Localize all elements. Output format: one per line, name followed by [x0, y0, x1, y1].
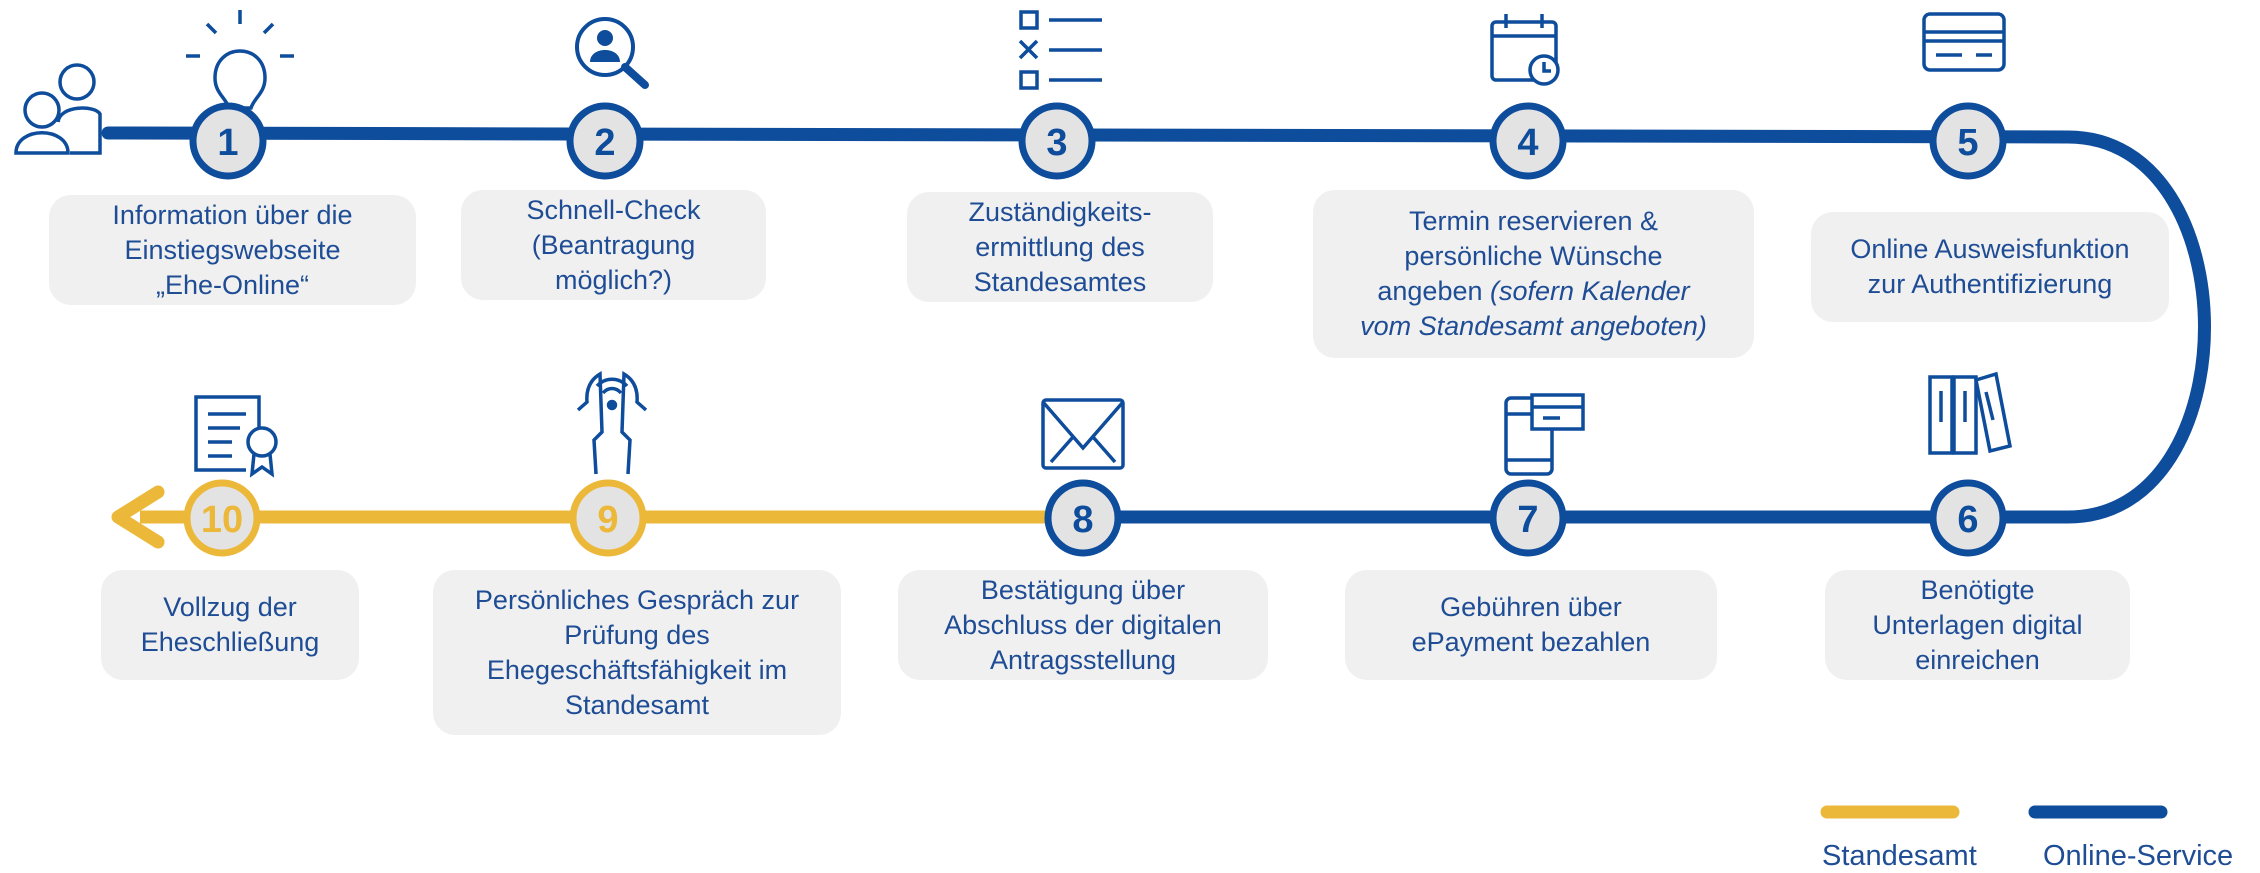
step-description-7: Gebühren über ePayment bezahlen	[1345, 570, 1717, 680]
step-description-line: ePayment bezahlen	[1411, 627, 1651, 657]
step-number-6: 6	[1957, 499, 1978, 541]
step-number-9: 9	[597, 499, 618, 541]
id-card-icon	[1922, 12, 2006, 72]
step-note: vom Standesamt angeboten)	[1360, 311, 1707, 341]
step-circle-3	[1018, 102, 1096, 180]
step-description-line: Antragsstellung	[989, 644, 1177, 675]
step-number-4: 4	[1517, 122, 1538, 164]
step-description-line: Eheschließung	[140, 627, 320, 657]
step-description-line: Gebühren über	[1440, 592, 1622, 622]
calendar-clock-icon	[1490, 14, 1560, 86]
step-number-2: 2	[594, 122, 615, 164]
step-description-4: Termin reservieren & persönliche Wünsche a…	[1313, 190, 1754, 358]
step-description-line: persönliche Wünsche	[1404, 241, 1663, 271]
step-circle-9	[569, 479, 647, 557]
step-description-line: „Ehe-Online“	[155, 269, 310, 300]
step-description-line: (Beantragung	[531, 229, 696, 260]
step-circle-10	[183, 479, 261, 557]
step-marker-3: 3	[1018, 102, 1096, 180]
step-number-5: 5	[1957, 122, 1978, 164]
step-circle-5	[1929, 102, 2007, 180]
step-description-line: Information über die	[112, 199, 353, 230]
online-track	[101, 126, 2211, 524]
step-marker-6: 6	[1929, 479, 2007, 557]
step-description-line: Standesamtes	[973, 266, 1147, 297]
step-description-line: Unterlagen digital	[1872, 609, 2083, 640]
step-description-5: Online Ausweisfunktion zur Authentifizier…	[1811, 212, 2169, 322]
step-circle-1	[189, 102, 267, 180]
step-marker-4: 4	[1489, 102, 1567, 180]
step-circle-8	[1044, 479, 1122, 557]
step-marker-8: 8	[1044, 479, 1122, 557]
lightbulb-icon	[186, 10, 294, 118]
users-icon	[14, 63, 102, 155]
step-description-line: Bestätigung über	[980, 574, 1186, 605]
step-description-line: Ehegeschäftsfähigkeit im	[486, 654, 788, 685]
step-description-line: ermittlung des	[975, 231, 1145, 262]
step-description-line: Prüfung des	[564, 619, 710, 650]
step-number-7: 7	[1517, 499, 1538, 541]
step-description-line: Vollzug der	[163, 592, 297, 622]
legend-office-swatch	[1820, 805, 1960, 819]
binders-icon	[1928, 371, 2013, 455]
search-person-icon	[575, 17, 649, 89]
step-description-line: möglich?)	[554, 264, 673, 295]
step-circle-6	[1929, 479, 2007, 557]
step-description-line: zur Authentifizierung	[1867, 269, 2113, 299]
step-description-line: Einstiegswebseite	[124, 234, 341, 265]
step-marker-7: 7	[1489, 479, 1567, 557]
step-description-line: Persönliches Gespräch zur	[474, 584, 800, 615]
step-marker-2: 2	[566, 102, 644, 180]
step-marker-1: 1	[189, 102, 267, 180]
step-description-2: Schnell-Check (Beantragung möglich?)	[461, 190, 766, 300]
mobile-payment-icon	[1504, 393, 1585, 476]
step-number-8: 8	[1072, 499, 1093, 541]
step-note: (sofern Kalender	[1482, 276, 1690, 306]
step-number-3: 3	[1046, 122, 1067, 164]
step-description-line: Abschluss der digitalen	[944, 609, 1222, 640]
conversation-icon	[576, 370, 648, 475]
legend-online-label: Online-Service	[2043, 840, 2234, 872]
envelope-icon	[1041, 398, 1125, 470]
step-description-line: Benötigte	[1920, 574, 2035, 605]
step-marker-10: 10	[183, 479, 261, 557]
step-description-line: Termin reservieren &	[1408, 206, 1659, 236]
arrow-head	[111, 485, 165, 549]
step-marker-5: 5	[1929, 102, 2007, 180]
step-description-line: Online Ausweisfunktion	[1850, 234, 2130, 264]
certificate-icon	[194, 395, 278, 478]
step-circle-7	[1489, 479, 1567, 557]
step-circle-4	[1489, 102, 1567, 180]
legend-online-swatch	[2028, 805, 2168, 819]
step-description-line: Standesamt	[564, 689, 710, 720]
step-description-line: einreichen	[1915, 644, 2040, 675]
step-description-line: Zuständigkeits-	[968, 196, 1152, 227]
step-number-1: 1	[217, 122, 238, 164]
step-circle-2	[566, 102, 644, 180]
step-marker-9: 9	[569, 479, 647, 557]
checklist-icon	[1018, 10, 1102, 90]
step-description-line: Schnell-Check	[526, 194, 701, 225]
step-number-10: 10	[201, 499, 243, 541]
legend-office-label: Standesamt	[1822, 840, 1977, 872]
step-description-line: angeben (sofern Kalender	[1377, 276, 1690, 306]
